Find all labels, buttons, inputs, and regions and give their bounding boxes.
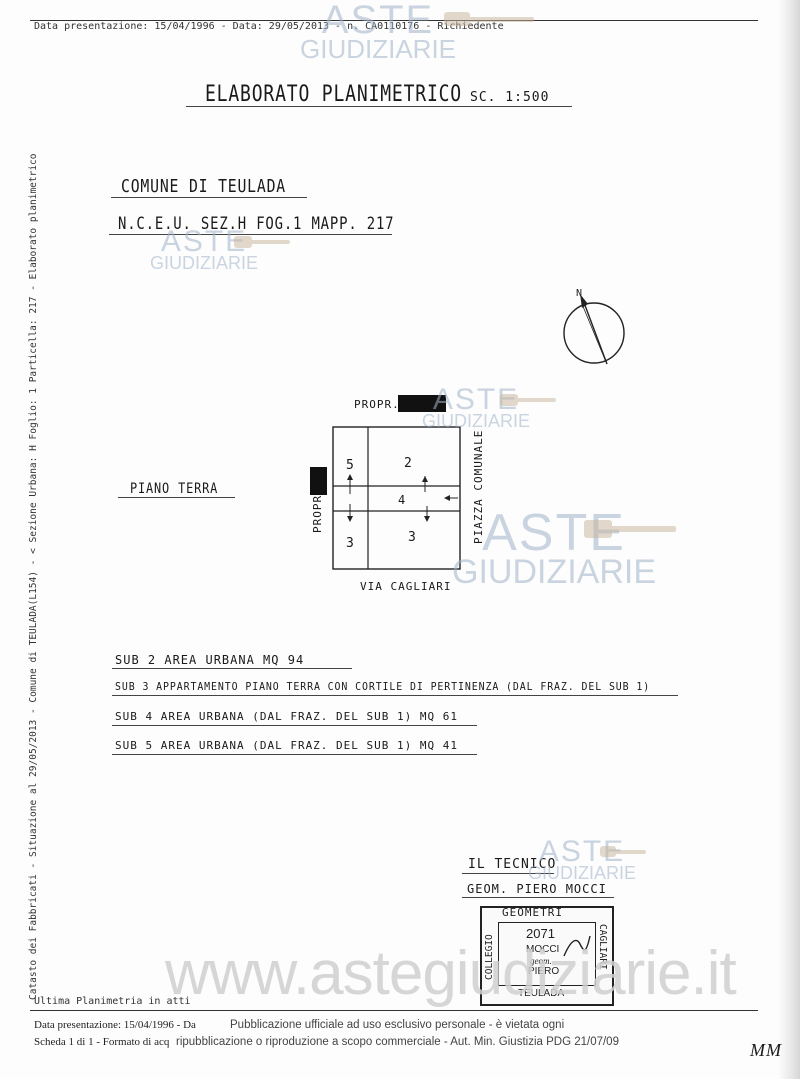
north-letter: N bbox=[576, 288, 582, 299]
stamp-top: GEOMETRI bbox=[502, 906, 563, 919]
tecnico-label: IL TECNICO bbox=[468, 857, 557, 872]
ref-underline bbox=[109, 234, 392, 235]
gavel-icon bbox=[500, 394, 556, 406]
gavel-icon bbox=[584, 520, 676, 538]
room-5: 5 bbox=[346, 458, 355, 473]
sub-2-line: SUB 2 AREA URBANA MQ 94 bbox=[115, 653, 305, 667]
side-cadastre-text: Catasto dei Fabbricati - Situazione al 2… bbox=[28, 153, 39, 1000]
plan-title: ELABORATO PLANIMETRICO bbox=[205, 82, 462, 107]
room-3-left: 3 bbox=[346, 536, 355, 551]
stamp-surname: MOCCI bbox=[526, 944, 560, 955]
header-rule bbox=[30, 20, 758, 21]
room-3-right: 3 bbox=[408, 530, 417, 545]
stamp-bottom: TEULADA bbox=[518, 988, 565, 999]
stamp-abbr: geom. bbox=[530, 956, 552, 966]
plan-scale: SC. 1:500 bbox=[470, 90, 550, 105]
sub-3-underline bbox=[112, 695, 678, 696]
room-2: 2 bbox=[404, 456, 413, 471]
stamp-firstname: PIERO bbox=[528, 966, 560, 977]
sub-4-underline bbox=[112, 725, 477, 726]
footer-rule bbox=[30, 1010, 758, 1011]
comune-label: COMUNE DI TEULADA bbox=[121, 176, 287, 197]
sub-3-line: SUB 3 APPARTAMENTO PIANO TERRA CON CORTI… bbox=[115, 680, 651, 693]
propr-top-label: PROPR. bbox=[354, 398, 400, 411]
site-watermark: www.astegiudiziarie.it bbox=[165, 939, 737, 1008]
scan-edge bbox=[778, 0, 800, 1079]
title-underline bbox=[186, 106, 572, 107]
sub-4-line: SUB 4 AREA URBANA (DAL FRAZ. DEL SUB 1) … bbox=[115, 710, 459, 723]
footer-line-2-right: ripubblicazione o riproduzione a scopo c… bbox=[176, 1036, 619, 1048]
signature-scribble bbox=[563, 935, 591, 957]
gavel-icon bbox=[234, 236, 290, 248]
footer-line-2-left: Scheda 1 di 1 - Formato di acq bbox=[34, 1036, 170, 1048]
floor-label-underline bbox=[118, 497, 235, 498]
sub-2-underline bbox=[112, 668, 352, 669]
tecnico-name: GEOM. PIERO MOCCI bbox=[467, 882, 607, 896]
redacted-owner-left bbox=[310, 467, 327, 495]
comune-underline bbox=[111, 197, 307, 198]
stamp-inner-box bbox=[498, 922, 596, 986]
footer-line-1-left: Data presentazione: 15/04/1996 - Da bbox=[34, 1019, 196, 1031]
propr-left-label: PROPR. bbox=[311, 487, 324, 533]
sub-5-line: SUB 5 AREA URBANA (DAL FRAZ. DEL SUB 1) … bbox=[115, 739, 459, 752]
professional-stamp: GEOMETRI COLLEGIO CAGLIARI 2071 MOCCI ge… bbox=[480, 906, 614, 1006]
north-arrow-icon: N bbox=[563, 288, 625, 365]
sub-5-underline bbox=[112, 754, 477, 755]
tecnico-name-underline bbox=[462, 897, 614, 898]
floor-plan-drawing bbox=[332, 426, 461, 570]
stamp-number: 2071 bbox=[526, 926, 555, 941]
room-4: 4 bbox=[398, 493, 407, 507]
handwritten-initials: MM bbox=[750, 1040, 782, 1060]
footer-line-1-right: Pubblicazione ufficiale ad uso esclusivo… bbox=[230, 1019, 565, 1031]
gavel-icon bbox=[444, 12, 534, 26]
header-line: Data presentazione: 15/04/1996 - Data: 2… bbox=[34, 21, 504, 32]
tecnico-underline bbox=[462, 873, 554, 874]
floor-label: PIANO TERRA bbox=[130, 481, 219, 497]
cadastral-ref: N.C.E.U. SEZ.H FOG.1 MAPP. 217 bbox=[118, 214, 395, 234]
redacted-owner-top bbox=[398, 395, 446, 412]
street-bottom-label: VIA CAGLIARI bbox=[360, 580, 452, 593]
gavel-icon bbox=[600, 846, 646, 857]
ultima-planimetria: Ultima Planimetria in atti bbox=[34, 996, 191, 1007]
